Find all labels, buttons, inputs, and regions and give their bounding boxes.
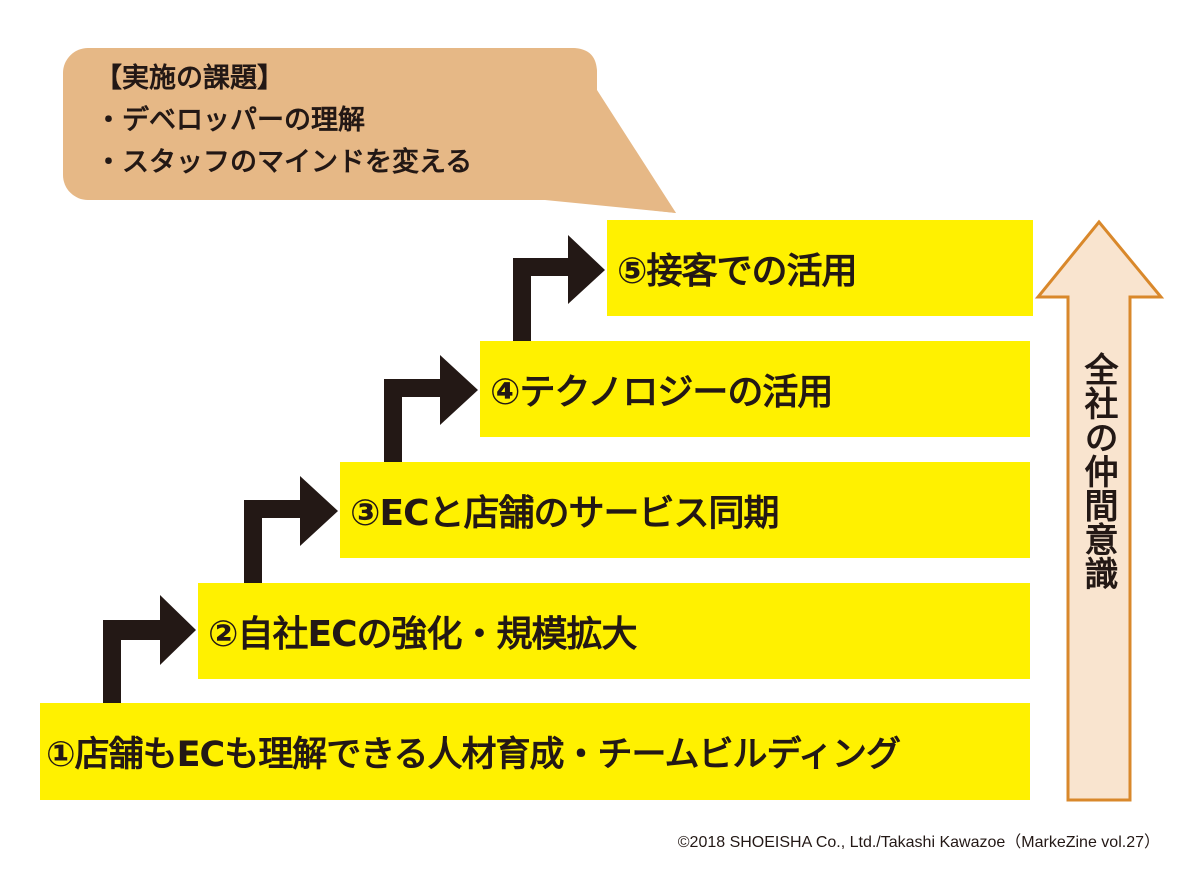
step-1: ①店舗もECも理解できる人材育成・チームビルディング xyxy=(40,703,1030,800)
step-5: ⑤接客での活用 xyxy=(607,220,1033,316)
step-arrow-3-icon xyxy=(384,355,478,462)
big-up-arrow-icon xyxy=(1034,219,1165,802)
side-arrow-label: 全社の仲間意識 xyxy=(1078,352,1118,590)
bubble-title: 【実施の課題】 xyxy=(95,63,284,94)
step-arrow-2-icon xyxy=(244,476,338,583)
step-2: ②自社ECの強化・規模拡大 xyxy=(198,583,1030,679)
speech-bubble-body xyxy=(63,48,597,200)
credit: ©2018 SHOEISHA Co., Ltd./Takashi Kawazoe… xyxy=(677,834,1160,851)
bubble-text: 【実施の課題】 ・デベロッパーの理解 ・スタッフのマインドを変える xyxy=(95,58,472,184)
speech-bubble-tail xyxy=(560,90,676,213)
bubble-item: ・スタッフのマインドを変える xyxy=(95,147,473,178)
step-arrow-1-icon xyxy=(103,595,196,703)
step-arrow-4-icon xyxy=(513,235,605,341)
bubble-item: ・デベロッパーの理解 xyxy=(95,105,365,136)
step-4: ④テクノロジーの活用 xyxy=(480,341,1030,437)
step-3: ③ECと店舗のサービス同期 xyxy=(340,462,1030,558)
